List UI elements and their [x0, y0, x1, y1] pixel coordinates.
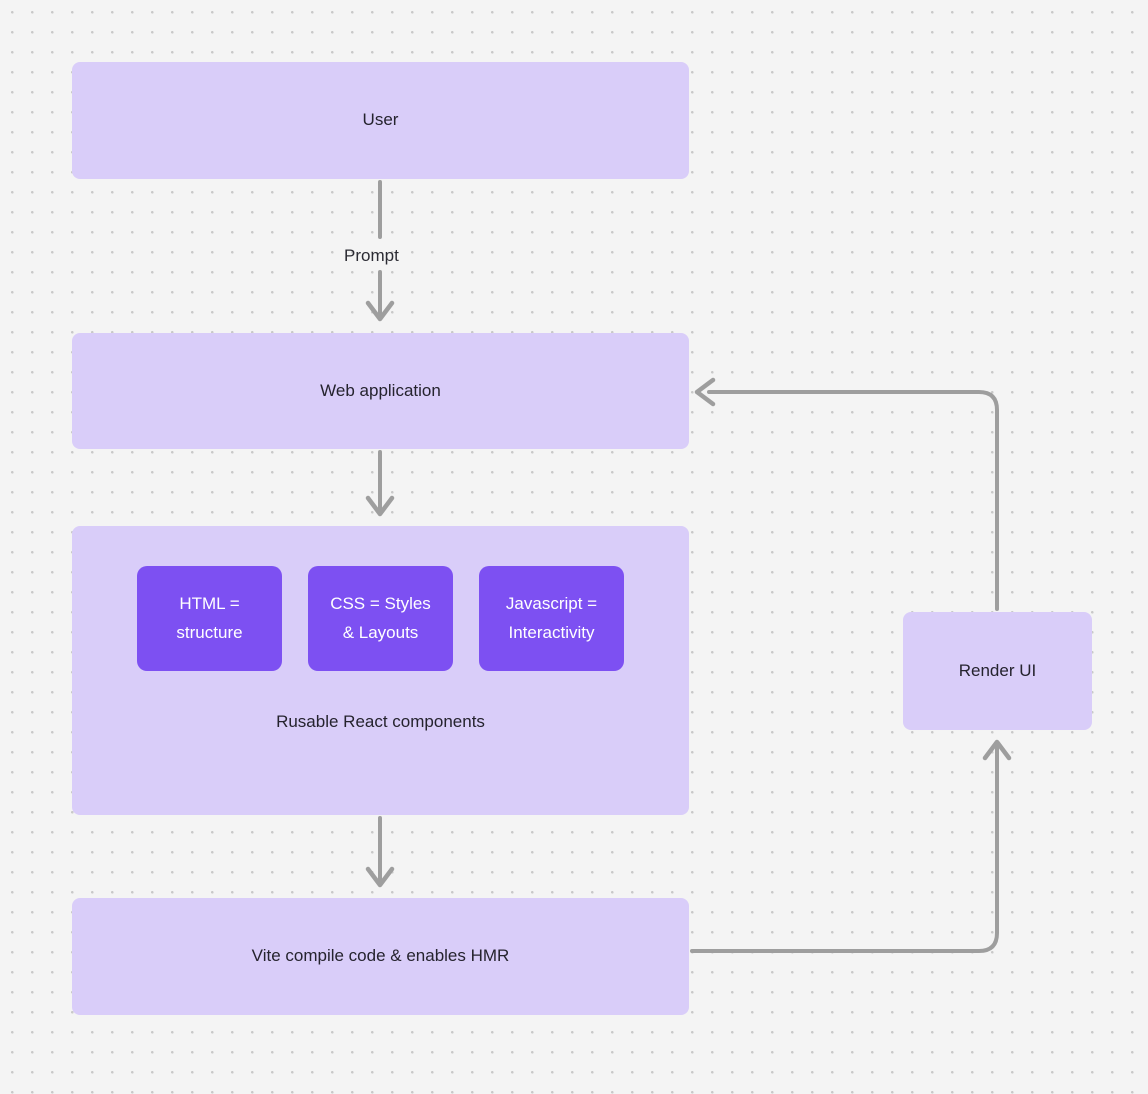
chip-css-line1: CSS = Styles: [330, 593, 431, 613]
node-vite[interactable]: Vite compile code & enables HMR: [72, 898, 689, 1015]
chip-html[interactable]: HTML = structure: [137, 566, 282, 671]
chip-javascript-line2: Interactivity: [508, 622, 595, 642]
chip-css-line2: & Layouts: [342, 622, 419, 642]
chip-javascript[interactable]: Javascript = Interactivity: [479, 566, 624, 671]
node-web-application-label: Web application: [320, 380, 441, 400]
chip-html-label: HTML = structure: [176, 590, 242, 648]
chip-css-label: CSS = Styles & Layouts: [330, 590, 431, 648]
edge-render-to-webapp: [694, 377, 999, 611]
edge-label-prompt: Prompt: [344, 246, 399, 266]
edge-label-prompt-text: Prompt: [344, 246, 399, 265]
node-react-components-group[interactable]: HTML = structure CSS = Styles & Layouts …: [72, 526, 689, 815]
edge-webapp-to-react: [365, 450, 395, 517]
node-user-label: User: [362, 110, 399, 130]
chip-html-line2: structure: [176, 622, 243, 642]
node-user[interactable]: User: [72, 62, 689, 179]
node-render-ui-label: Render UI: [958, 660, 1037, 680]
node-render-ui[interactable]: Render UI: [903, 612, 1092, 730]
node-vite-label: Vite compile code & enables HMR: [251, 946, 510, 966]
edge-vite-to-render: [690, 739, 1012, 953]
chip-row: HTML = structure CSS = Styles & Layouts …: [137, 566, 624, 671]
react-components-caption: Rusable React components: [276, 712, 485, 731]
chip-html-line1: HTML =: [179, 593, 240, 613]
edge-react-to-vite: [365, 816, 395, 888]
chip-javascript-line1: Javascript =: [505, 593, 598, 613]
chip-css[interactable]: CSS = Styles & Layouts: [308, 566, 453, 671]
chip-javascript-label: Javascript = Interactivity: [506, 590, 597, 648]
node-web-application[interactable]: Web application: [72, 333, 689, 449]
